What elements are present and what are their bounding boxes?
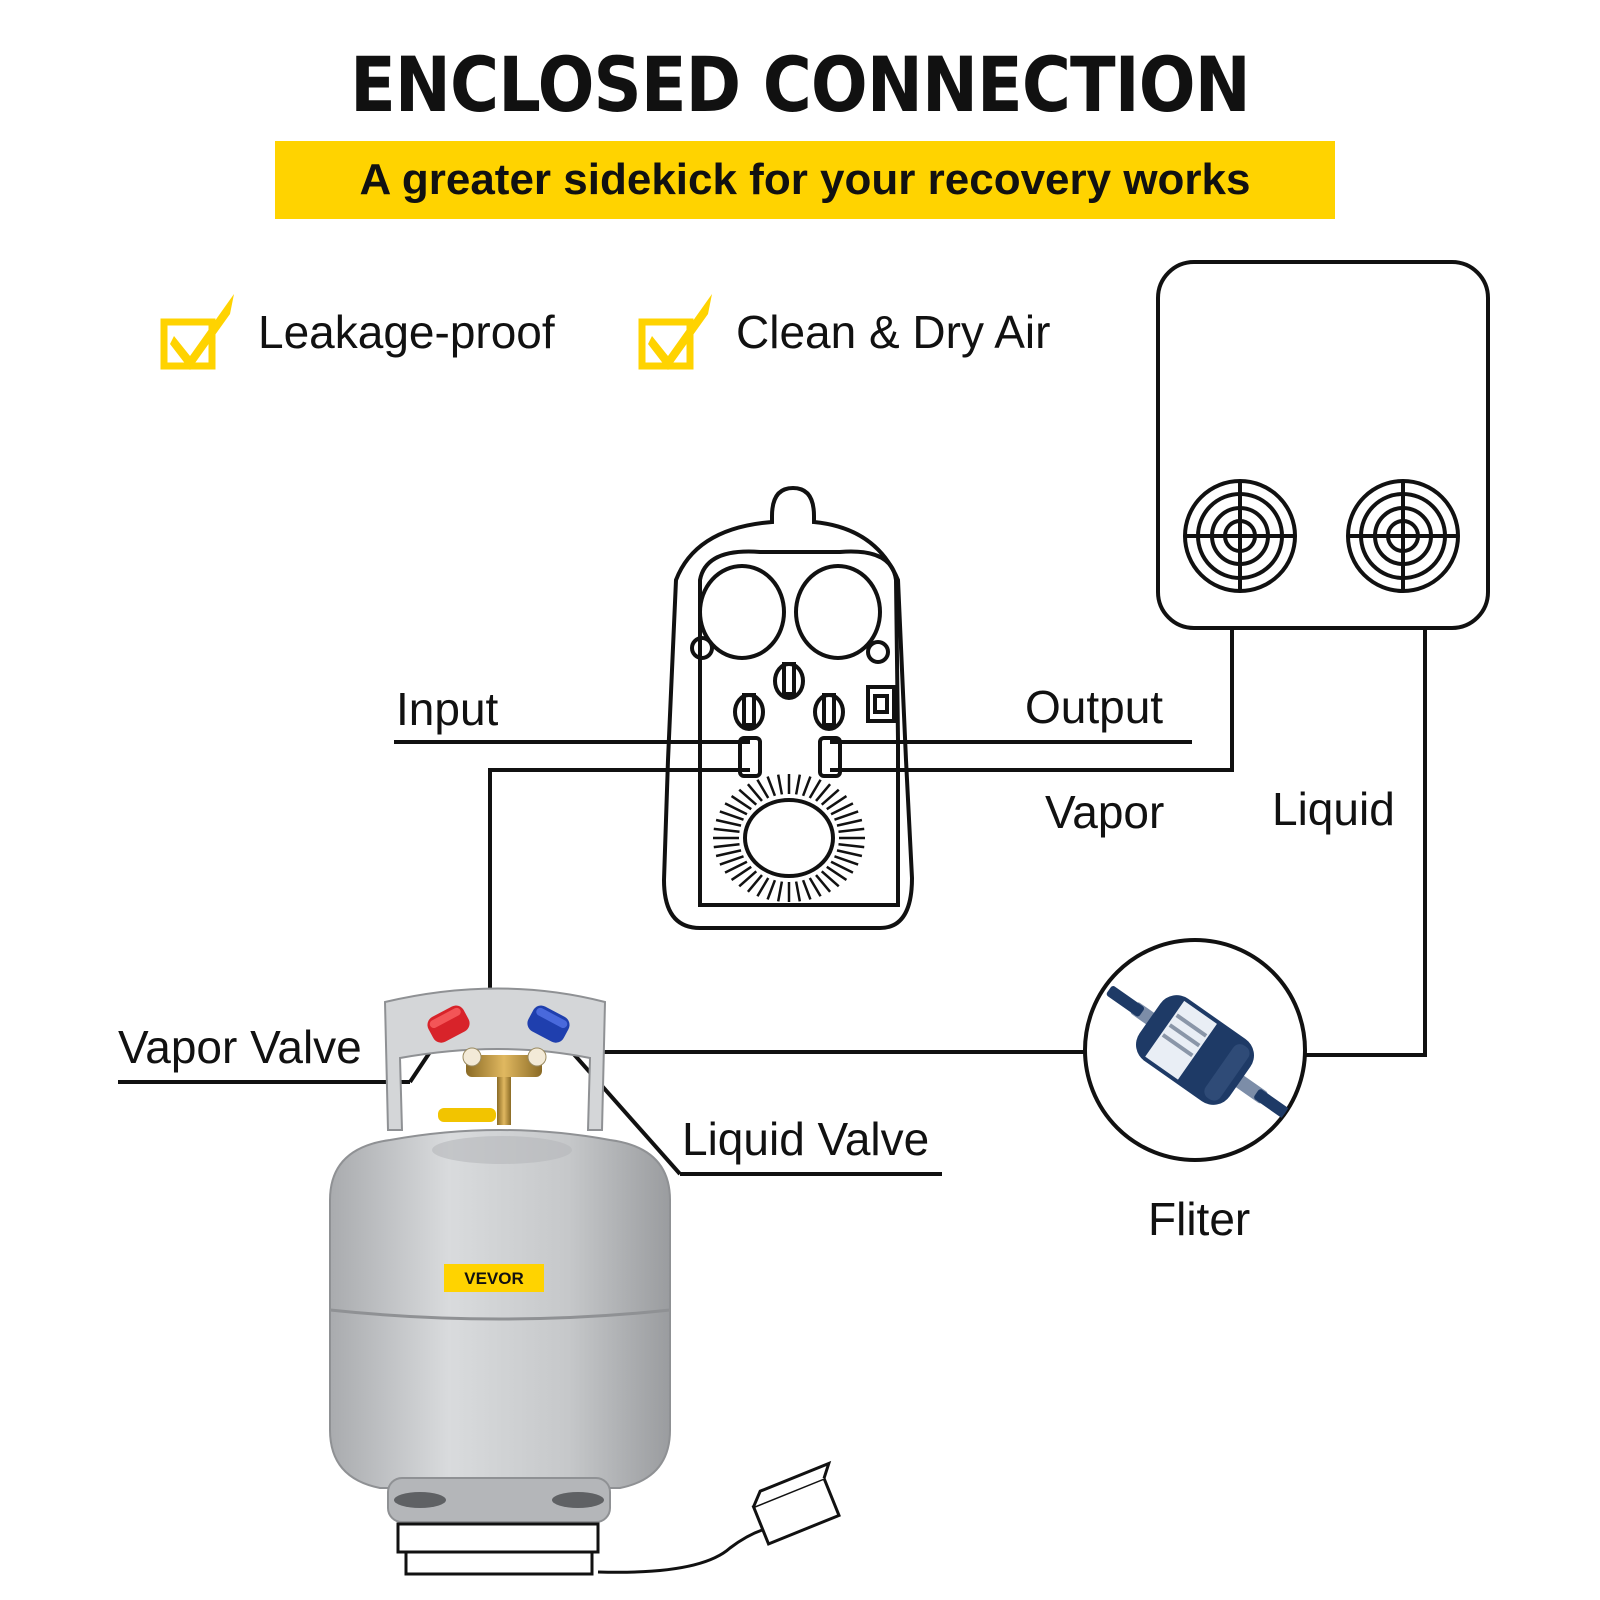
fan-grille-tick [730, 865, 752, 881]
checkbox-check-icon [638, 294, 712, 370]
fan-grille-tick [801, 776, 812, 797]
fan-grille-tick [834, 855, 859, 866]
valve-manifold [466, 1055, 542, 1077]
fan-grille-tick [766, 879, 777, 900]
fan-grille-tick [808, 877, 822, 897]
fan-grille-tick [738, 788, 758, 806]
fan-grille-tick [808, 779, 822, 799]
fan-grille-tick [836, 818, 863, 827]
condenser-port-right [1346, 479, 1460, 593]
knob-top [773, 662, 805, 700]
fan-grille-tick [756, 877, 770, 897]
tank-body [329, 1129, 671, 1489]
fan-grille-tick [838, 843, 865, 849]
knob-left [733, 693, 765, 731]
output-label: Output [1025, 681, 1164, 733]
vapor-hose-line [830, 630, 1234, 772]
page-title: ENCLOSED CONNECTION [350, 40, 1251, 129]
feature-clean-dry-air: Clean & Dry Air [638, 292, 1050, 372]
fan-grille-tick [715, 818, 742, 827]
liquid-label: Liquid [1272, 783, 1395, 835]
tank-scale-base [396, 1522, 600, 1554]
vapor-valve-knob [427, 1005, 470, 1043]
fan-grille-tick [756, 779, 770, 799]
fan-grille-tick [815, 783, 832, 802]
feature-label: Leakage-proof [258, 306, 555, 358]
fan-grille-tick [830, 802, 854, 816]
recovery-tank: VEVOR [329, 987, 841, 1576]
fan-grille-tick [715, 849, 742, 858]
fan-grille-tick [738, 870, 758, 888]
fan-grille-tick [815, 874, 832, 893]
fan-grille-tick [713, 843, 740, 849]
filter-callout [1083, 938, 1307, 1162]
fan-grille-tick [719, 855, 744, 866]
fan-grille-tick [776, 881, 784, 902]
feature-leakage-proof: Leakage-proof [160, 292, 555, 372]
fan-grille-tick [776, 774, 784, 795]
fan-grille-tick [838, 827, 865, 833]
fan-grille-tick [830, 860, 854, 874]
vapor-valve-label: Vapor Valve [118, 1021, 362, 1073]
float-switch-cable [597, 1523, 791, 1574]
liquid-valve-knob [527, 1005, 570, 1043]
brand-label [444, 1264, 544, 1292]
vapor-label: Vapor [1045, 786, 1165, 838]
fan-grille-tick [794, 881, 802, 902]
fan-grille-icon [713, 774, 865, 902]
feature-label: Clean & Dry Air [736, 306, 1051, 358]
liquid-valve-label: Liquid Valve [682, 1113, 930, 1165]
fan-grille-tick [820, 870, 840, 888]
input-hose-line [488, 768, 750, 990]
fan-grille-tick [713, 827, 740, 833]
fan-grille-tick [746, 783, 763, 802]
fan-grille-tick [746, 874, 763, 893]
fan-grille-tick [724, 860, 748, 874]
fan-grille-tick [836, 849, 863, 858]
checkbox-check-icon [160, 294, 234, 370]
fan-grille-tick [826, 865, 848, 881]
condenser-unit [1156, 260, 1490, 630]
valve-lever [438, 1108, 496, 1122]
fan-grille-tick [834, 810, 859, 821]
fan-grille-tick [766, 776, 777, 797]
float-switch-plug [751, 1460, 841, 1546]
tank-foot-ring [387, 1477, 611, 1523]
subtitle-banner: A greater sidekick for your recovery wor… [275, 141, 1335, 219]
fan-grille-tick [724, 802, 748, 816]
input-label: Input [396, 683, 499, 735]
liquid-hose-line [1305, 630, 1427, 1057]
fan-grille-tick [730, 795, 752, 811]
fan-grille-tick [820, 788, 840, 806]
fan-grille-tick [794, 774, 802, 795]
filter-label: Fliter [1148, 1193, 1251, 1245]
brand-text: VEVOR [464, 1269, 524, 1288]
fan-grille-tick [801, 879, 812, 900]
fan-grille-tick [826, 795, 848, 811]
condenser-port-left [1183, 479, 1297, 593]
knob-right [813, 693, 845, 731]
fan-grille-tick [719, 810, 744, 821]
recovery-machine [661, 485, 915, 930]
